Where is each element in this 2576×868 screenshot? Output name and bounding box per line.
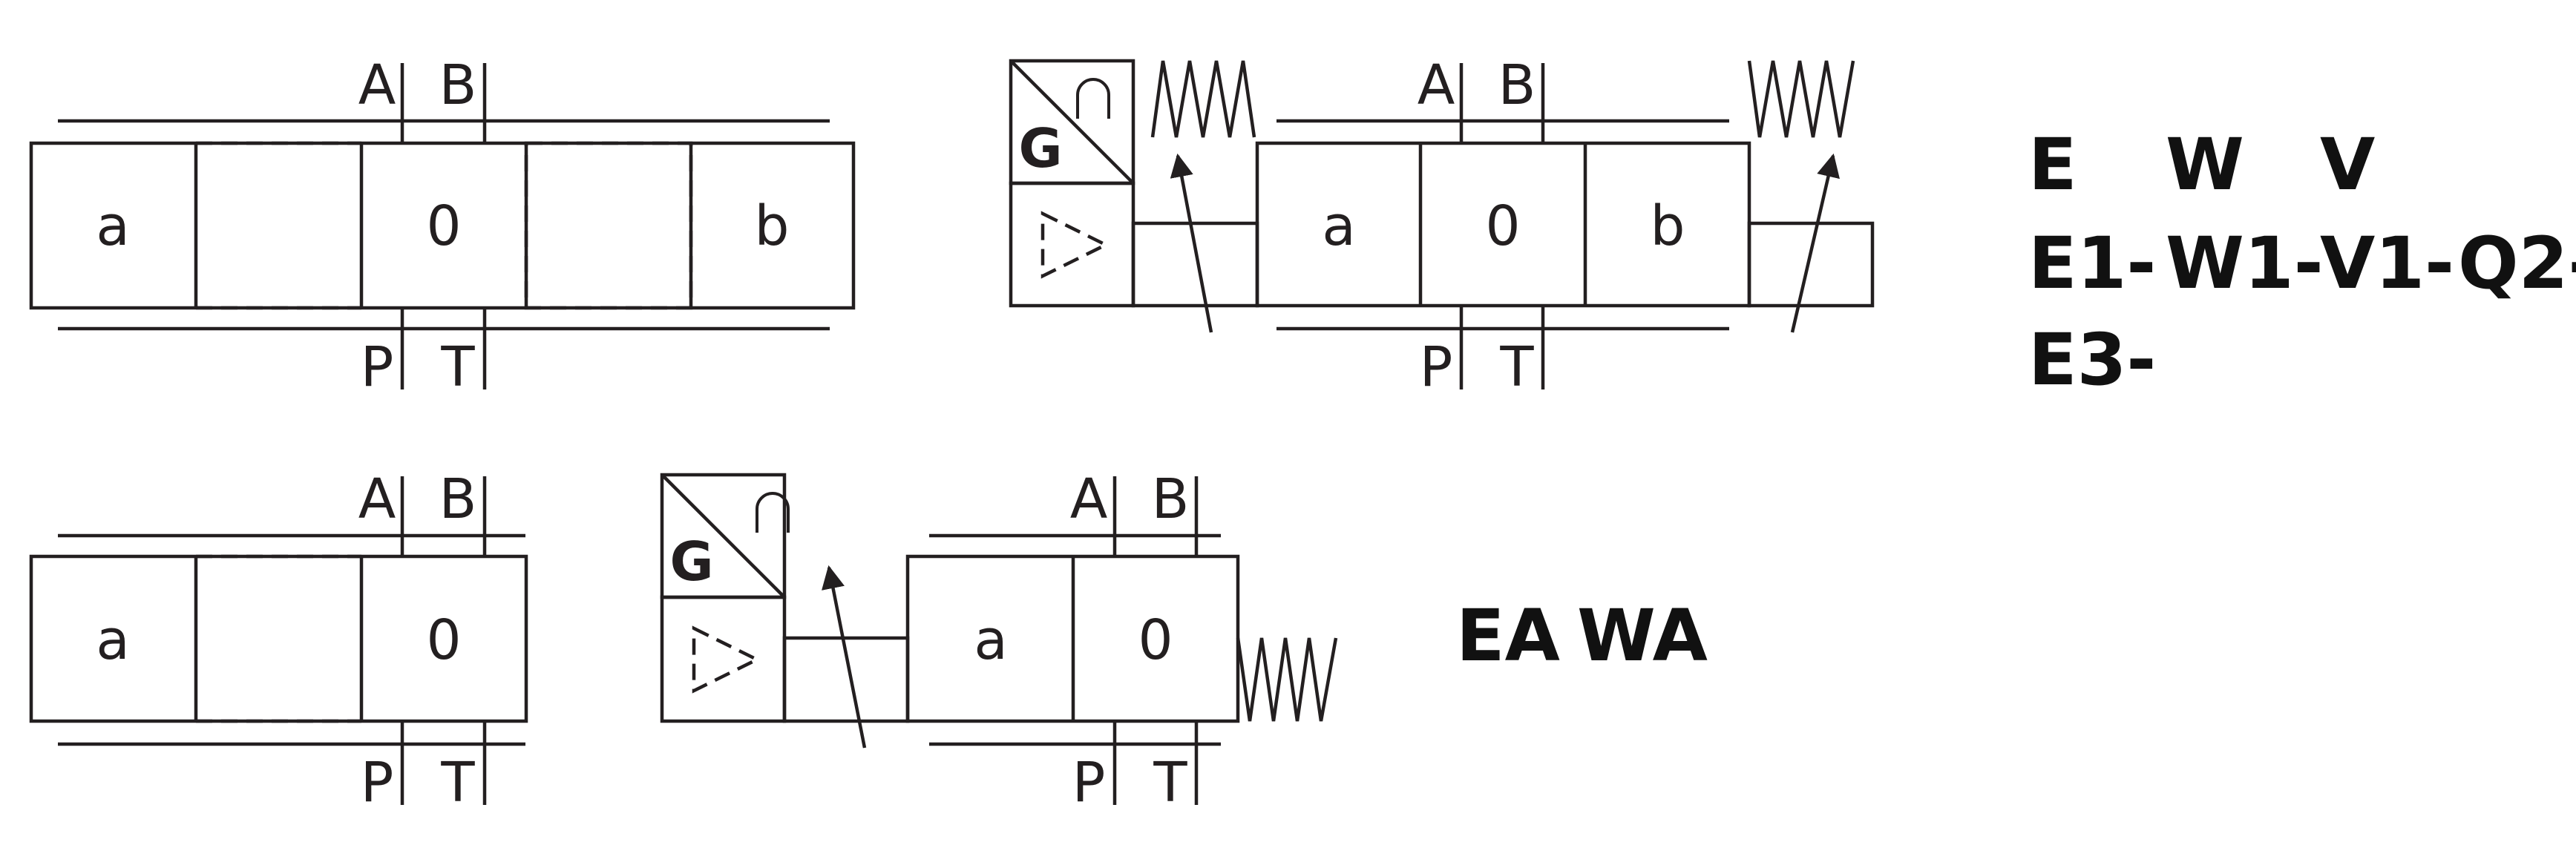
pilot-g-letter: G <box>669 530 713 593</box>
port-p-label: P <box>361 335 394 399</box>
code-labels-bottom: EA WA <box>1456 594 1708 677</box>
adjust-arrow-left-icon <box>1170 153 1213 333</box>
position-a-label: a <box>1322 194 1355 258</box>
valve-symbol-4: G A B P T a 0 <box>660 467 1338 815</box>
pilot-triangle-icon <box>692 625 761 694</box>
code-q2: Q2- <box>2458 222 2576 305</box>
port-b-label: B <box>1498 53 1536 117</box>
port-b-label: B <box>439 467 477 531</box>
pilot-g-letter: G <box>1018 117 1062 180</box>
code-e3: E3- <box>2028 318 2156 401</box>
code-v: V <box>2320 123 2375 206</box>
port-b-label: B <box>1152 467 1190 531</box>
port-t-label: T <box>1499 335 1534 399</box>
pilot-lower-box <box>660 595 787 723</box>
code-labels-top: E W V E1- W1- V1- Q2- E3- <box>2028 123 2576 401</box>
adjust-arrow-right-icon <box>1790 153 1840 333</box>
position-b-label: b <box>1651 194 1685 258</box>
port-p-label: P <box>361 751 394 815</box>
position-0-label: 0 <box>1138 608 1173 672</box>
spring-right-icon <box>1747 60 1855 138</box>
position-a-label: a <box>96 194 129 258</box>
spring-right-icon <box>1236 637 1338 722</box>
port-a-label: A <box>1070 467 1108 531</box>
port-a-label: A <box>358 53 396 117</box>
code-e: E <box>2028 123 2077 206</box>
port-a-label: A <box>358 467 396 531</box>
pilot-cap-icon <box>756 492 790 533</box>
position-b-label: b <box>755 194 790 258</box>
position-0-label: 0 <box>426 194 461 258</box>
port-b-label: B <box>439 53 477 117</box>
valve-symbol-3: A B P T a 0 <box>29 467 528 815</box>
port-t-label: T <box>440 335 475 399</box>
pilot-cap-icon <box>1076 78 1110 119</box>
position-a-label: a <box>96 608 129 672</box>
code-wa: WA <box>1577 594 1708 677</box>
valve-symbol-1: A B P T a 0 b <box>29 53 856 399</box>
port-p-label: P <box>1072 751 1106 815</box>
position-0-label: 0 <box>1485 194 1520 258</box>
spring-left-icon <box>1150 60 1256 138</box>
pilot-triangle-icon <box>1040 211 1110 279</box>
code-ea: EA <box>1456 594 1560 677</box>
code-e1: E1- <box>2028 222 2156 305</box>
position-a-label: a <box>974 608 1007 672</box>
pilot-lower-box <box>1009 181 1135 308</box>
position-0-label: 0 <box>426 608 461 672</box>
code-w1: W1- <box>2166 222 2324 305</box>
port-t-label: T <box>440 751 475 815</box>
code-w: W <box>2166 123 2244 206</box>
port-a-label: A <box>1418 53 1455 117</box>
port-p-label: P <box>1420 335 1453 399</box>
valve-symbol-2: G A B P T a 0 b <box>1009 53 1875 399</box>
adjust-arrow-icon <box>822 565 867 749</box>
code-v1: V1- <box>2320 222 2454 305</box>
port-t-label: T <box>1153 751 1187 815</box>
